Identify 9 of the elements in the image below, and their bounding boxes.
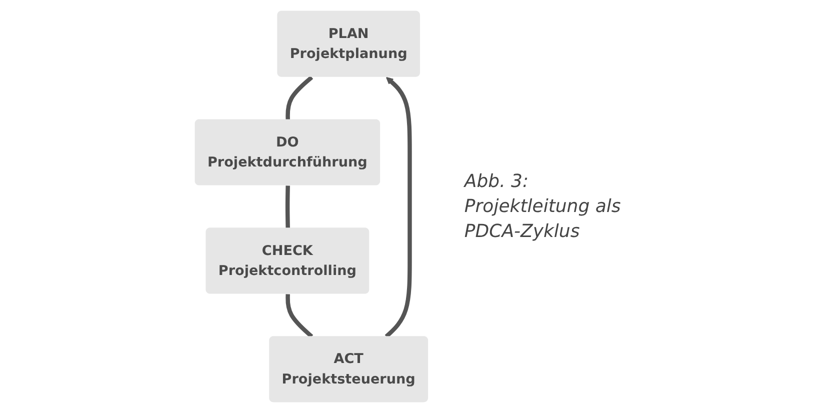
node-box: PLAN Projektplanung xyxy=(276,10,420,77)
node-box: DO Projektdurchführung xyxy=(194,119,380,186)
node-box: CHECK Projektcontrolling xyxy=(205,228,369,294)
node-box: ACT Projektsteuerung xyxy=(268,336,428,402)
connector xyxy=(285,76,313,120)
caption: Abb. 3: Projektleitung als PDCA-Zyklus xyxy=(464,170,622,244)
connector xyxy=(285,294,313,338)
connector xyxy=(285,186,290,228)
arrow xyxy=(384,76,412,338)
